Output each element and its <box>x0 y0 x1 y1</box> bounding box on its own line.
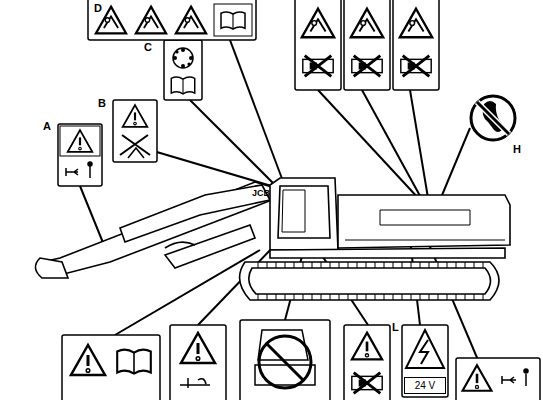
svg-text:JCB: JCB <box>252 188 271 198</box>
callout-letter: C <box>143 42 153 53</box>
voltage-decal: L24 V <box>404 377 446 394</box>
callout-letter: A <box>42 121 52 132</box>
callout-letter: B <box>97 98 107 109</box>
callout-letter: D <box>93 3 103 14</box>
callout-letter: H <box>512 144 522 155</box>
callout-letter: L <box>391 322 400 333</box>
voltage-text: 24 V <box>415 381 436 391</box>
